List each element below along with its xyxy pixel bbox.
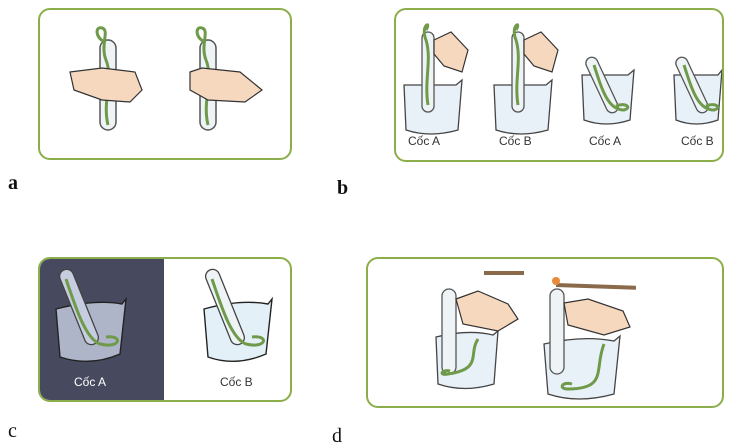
- panel-b-label: b: [337, 177, 349, 199]
- caption-beaker-a-1: Cốc A: [408, 134, 441, 148]
- glowing-splint: [555, 283, 637, 290]
- caption-beaker-a: Cốc A: [74, 375, 107, 389]
- panel-a-label: a: [8, 172, 18, 194]
- glowing-splint-test-illustration: [435, 271, 637, 400]
- caption-beaker-b: Cốc B: [220, 375, 253, 389]
- glow-icon: [552, 277, 560, 285]
- tube-with-plant-2: [189, 26, 263, 131]
- tube-with-plant-1: [69, 26, 143, 131]
- caption-beaker-b-2: Cốc B: [681, 134, 714, 148]
- panel-a: [38, 8, 292, 160]
- wooden-splint: [484, 271, 524, 275]
- panel-b: Cốc A Cốc B Cốc A Cốc B: [394, 8, 724, 162]
- caption-beaker-a-2: Cốc A: [589, 134, 622, 148]
- panel-d: [366, 257, 724, 408]
- beakers-in-light-and-dark-illustration: [55, 268, 273, 362]
- panel-c-label: c: [8, 420, 17, 442]
- hand-holding-tube-illustration: [69, 26, 263, 131]
- panel-d-label: d: [332, 425, 342, 447]
- beakers-illustration: [403, 23, 722, 135]
- panel-c: Cốc A Cốc B: [38, 257, 292, 402]
- caption-beaker-b-1: Cốc B: [499, 134, 532, 148]
